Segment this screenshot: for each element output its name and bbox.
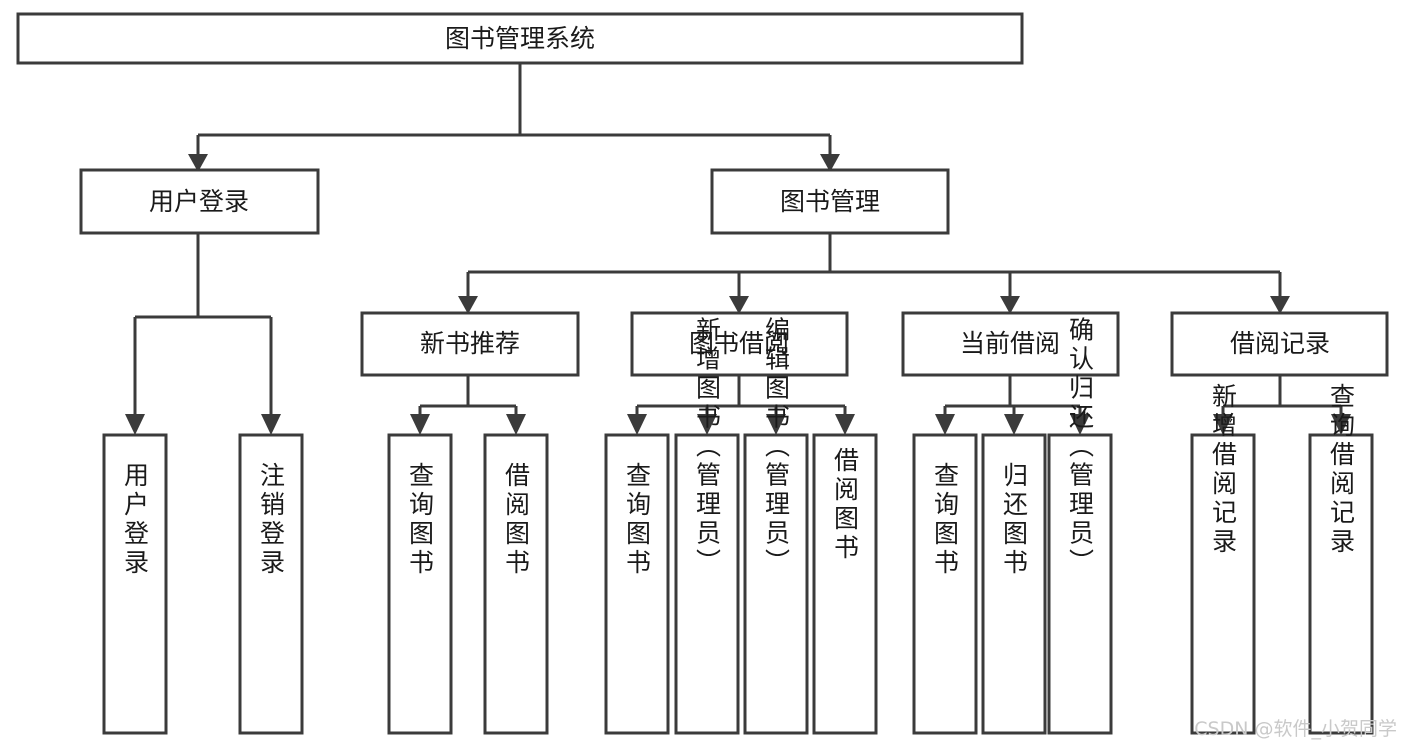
arrow-br-l1 (1213, 414, 1233, 435)
leaf-return-book-box[interactable] (981, 433, 1047, 735)
arrow-bm-to-new-book-recommend (458, 296, 478, 314)
node-borrow-record-label: 借阅记录 (1230, 329, 1330, 358)
leaf-confirm-return-admin-label: 确认归还（管理员） (1066, 317, 1095, 578)
connector-group-new-book-recommend (410, 375, 526, 435)
leaf-query-book-1-box[interactable] (387, 433, 453, 735)
leaf-return-book-label: 归还图书 (1000, 462, 1029, 578)
leaf-add-borrow-record-label: 新增借阅记录 (1209, 383, 1238, 557)
node-root[interactable]: 图书管理系统 (16, 12, 1024, 65)
arrow-br-l2 (1331, 414, 1351, 435)
node-user-login-box[interactable] (79, 168, 320, 235)
node-book-management-box[interactable] (710, 168, 950, 235)
arrow-root-to-book-management (820, 154, 840, 172)
node-book-borrow-box[interactable] (630, 311, 849, 377)
arrow-user-login-l1 (125, 414, 145, 435)
connector-group-user-login (125, 233, 281, 435)
node-current-borrow[interactable]: 当前借阅 (901, 311, 1120, 377)
leaf-user-login-box[interactable] (102, 433, 168, 735)
leaf-logout-login-box[interactable] (238, 433, 304, 735)
node-current-borrow-label: 当前借阅 (960, 329, 1060, 358)
arrow-root-to-user-login (188, 154, 208, 172)
leaf-edit-book-admin-label: 编辑图书（管理员） (762, 317, 791, 578)
node-borrow-record[interactable]: 借阅记录 (1170, 311, 1389, 377)
leaf-add-borrow-record-box[interactable] (1190, 433, 1256, 735)
node-borrow-record-box[interactable] (1170, 311, 1389, 377)
node-root-label: 图书管理系统 (445, 24, 595, 53)
node-book-management[interactable]: 图书管理 (710, 168, 950, 235)
node-book-borrow-label: 图书借阅 (689, 329, 789, 358)
connector-group-book-management (458, 233, 1290, 314)
node-user-login[interactable]: 用户登录 (79, 168, 320, 235)
leaf-query-borrow-record-box[interactable] (1308, 433, 1374, 735)
leaf-query-book-3-label: 查询图书 (931, 462, 960, 578)
node-new-book-recommend-label: 新书推荐 (420, 329, 520, 358)
arrow-bm-to-borrow-record (1270, 296, 1290, 314)
leaf-confirm-return-admin-box[interactable] (1047, 433, 1113, 735)
node-new-book-recommend-box[interactable] (360, 311, 580, 377)
leaf-add-book-admin-label: 新增图书（管理员） (693, 317, 722, 578)
arrow-bb-l2 (697, 414, 717, 435)
arrow-bb-l1 (627, 414, 647, 435)
csdn-watermark: CSDN @软件_小贺同学 (1194, 718, 1397, 740)
leaf-borrow-book-1-label: 借阅图书 (502, 462, 531, 578)
leaf-user-login-label: 用户登录 (121, 462, 150, 578)
connector-group-borrow-record (1213, 375, 1351, 435)
leaf-query-book-1-label: 查询图书 (406, 462, 435, 578)
leaf-add-book-admin-box[interactable] (674, 433, 740, 735)
leaf-borrow-book-1-box[interactable] (483, 433, 549, 735)
arrow-nbr-l1 (410, 414, 430, 435)
node-book-borrow[interactable]: 图书借阅 (630, 311, 849, 377)
leaf-borrow-book-2-box[interactable] (812, 433, 878, 735)
leaf-label-group: 用户登录 注销登录 查询图书 借阅图书 查询图书 新增图书（管理员） 编辑图书（… (121, 317, 1356, 579)
connector-group-current-borrow (935, 375, 1090, 435)
arrow-cb-l3 (1070, 414, 1090, 435)
node-user-login-label: 用户登录 (149, 187, 249, 216)
node-current-borrow-box[interactable] (901, 311, 1120, 377)
arrow-cb-l2 (1004, 414, 1024, 435)
leaf-query-book-2-box[interactable] (604, 433, 670, 735)
node-new-book-recommend[interactable]: 新书推荐 (360, 311, 580, 377)
leaf-edit-book-admin-box[interactable] (743, 433, 809, 735)
leaf-query-book-2-label: 查询图书 (623, 462, 652, 578)
connector-group-book-borrow (627, 375, 855, 435)
leaf-box-group (102, 433, 1374, 735)
leaf-borrow-book-2-label: 借阅图书 (831, 447, 860, 563)
node-book-management-label: 图书管理 (780, 187, 880, 216)
leaf-query-borrow-record-label: 查询借阅记录 (1327, 383, 1356, 557)
connector-group-root (188, 63, 840, 172)
arrow-bm-to-book-borrow (729, 296, 749, 314)
arrow-user-login-l2 (261, 414, 281, 435)
leaf-logout-login-label: 注销登录 (257, 462, 286, 578)
arrow-bb-l3 (766, 414, 786, 435)
arrow-bm-to-current-borrow (1000, 296, 1020, 314)
arrow-bb-l4 (835, 414, 855, 435)
leaf-query-book-3-box[interactable] (912, 433, 978, 735)
arrow-nbr-l2 (506, 414, 526, 435)
node-root-box[interactable] (16, 12, 1024, 65)
arrow-cb-l1 (935, 414, 955, 435)
